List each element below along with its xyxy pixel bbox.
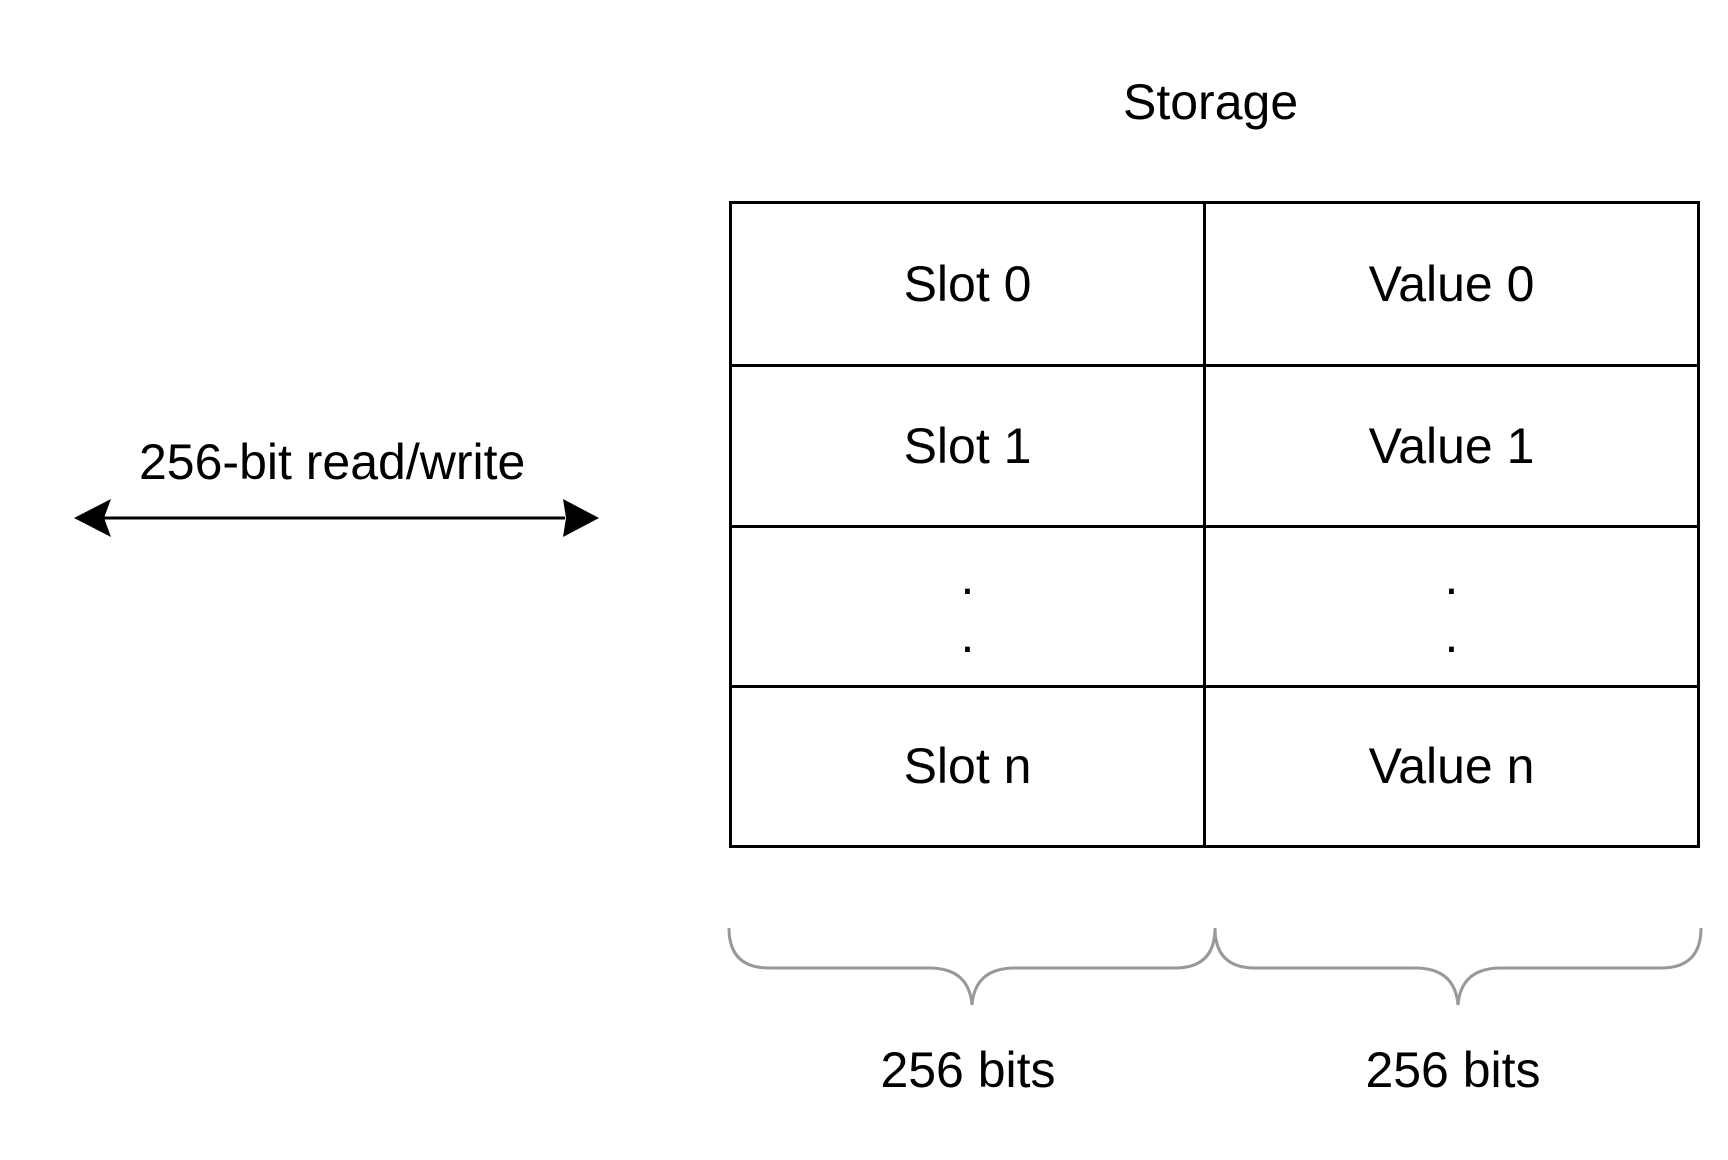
value-cell: Value n [1206, 684, 1697, 845]
arrow-head-right [563, 499, 599, 537]
value-bits-label: 256 bits [1365, 1042, 1541, 1098]
ellipsis-dot: . [960, 607, 975, 664]
storage-table: Slot 0 Value 0 Slot 1 Value 1 . . . . Sl… [729, 201, 1700, 848]
ellipsis-dot: . [1444, 549, 1459, 606]
value-cell: Value 0 [1368, 256, 1535, 313]
storage-title: Storage [1123, 74, 1299, 130]
slot-cell: Slot n [732, 684, 1206, 845]
value-cell: Value 1 [1206, 364, 1697, 524]
slot-cell: Slot 1 [732, 364, 1206, 525]
slot-bits-label: 256 bits [880, 1042, 1056, 1098]
read-write-label: 256-bit read/write [139, 434, 526, 490]
brace-value-width [1213, 927, 1703, 1006]
vertical-ellipsis: . . [960, 549, 975, 664]
brace-slot-width [727, 927, 1217, 1006]
vertical-ellipsis: . . [1444, 549, 1459, 664]
arrow-head-left [74, 499, 111, 537]
ellipsis-dot: . [1444, 607, 1459, 664]
slot-cell: Slot 0 [732, 204, 1206, 365]
value-ellipsis-cell: . . [1206, 524, 1697, 685]
slot-ellipsis-cell: . . [732, 524, 1206, 685]
ellipsis-dot: . [960, 549, 975, 606]
